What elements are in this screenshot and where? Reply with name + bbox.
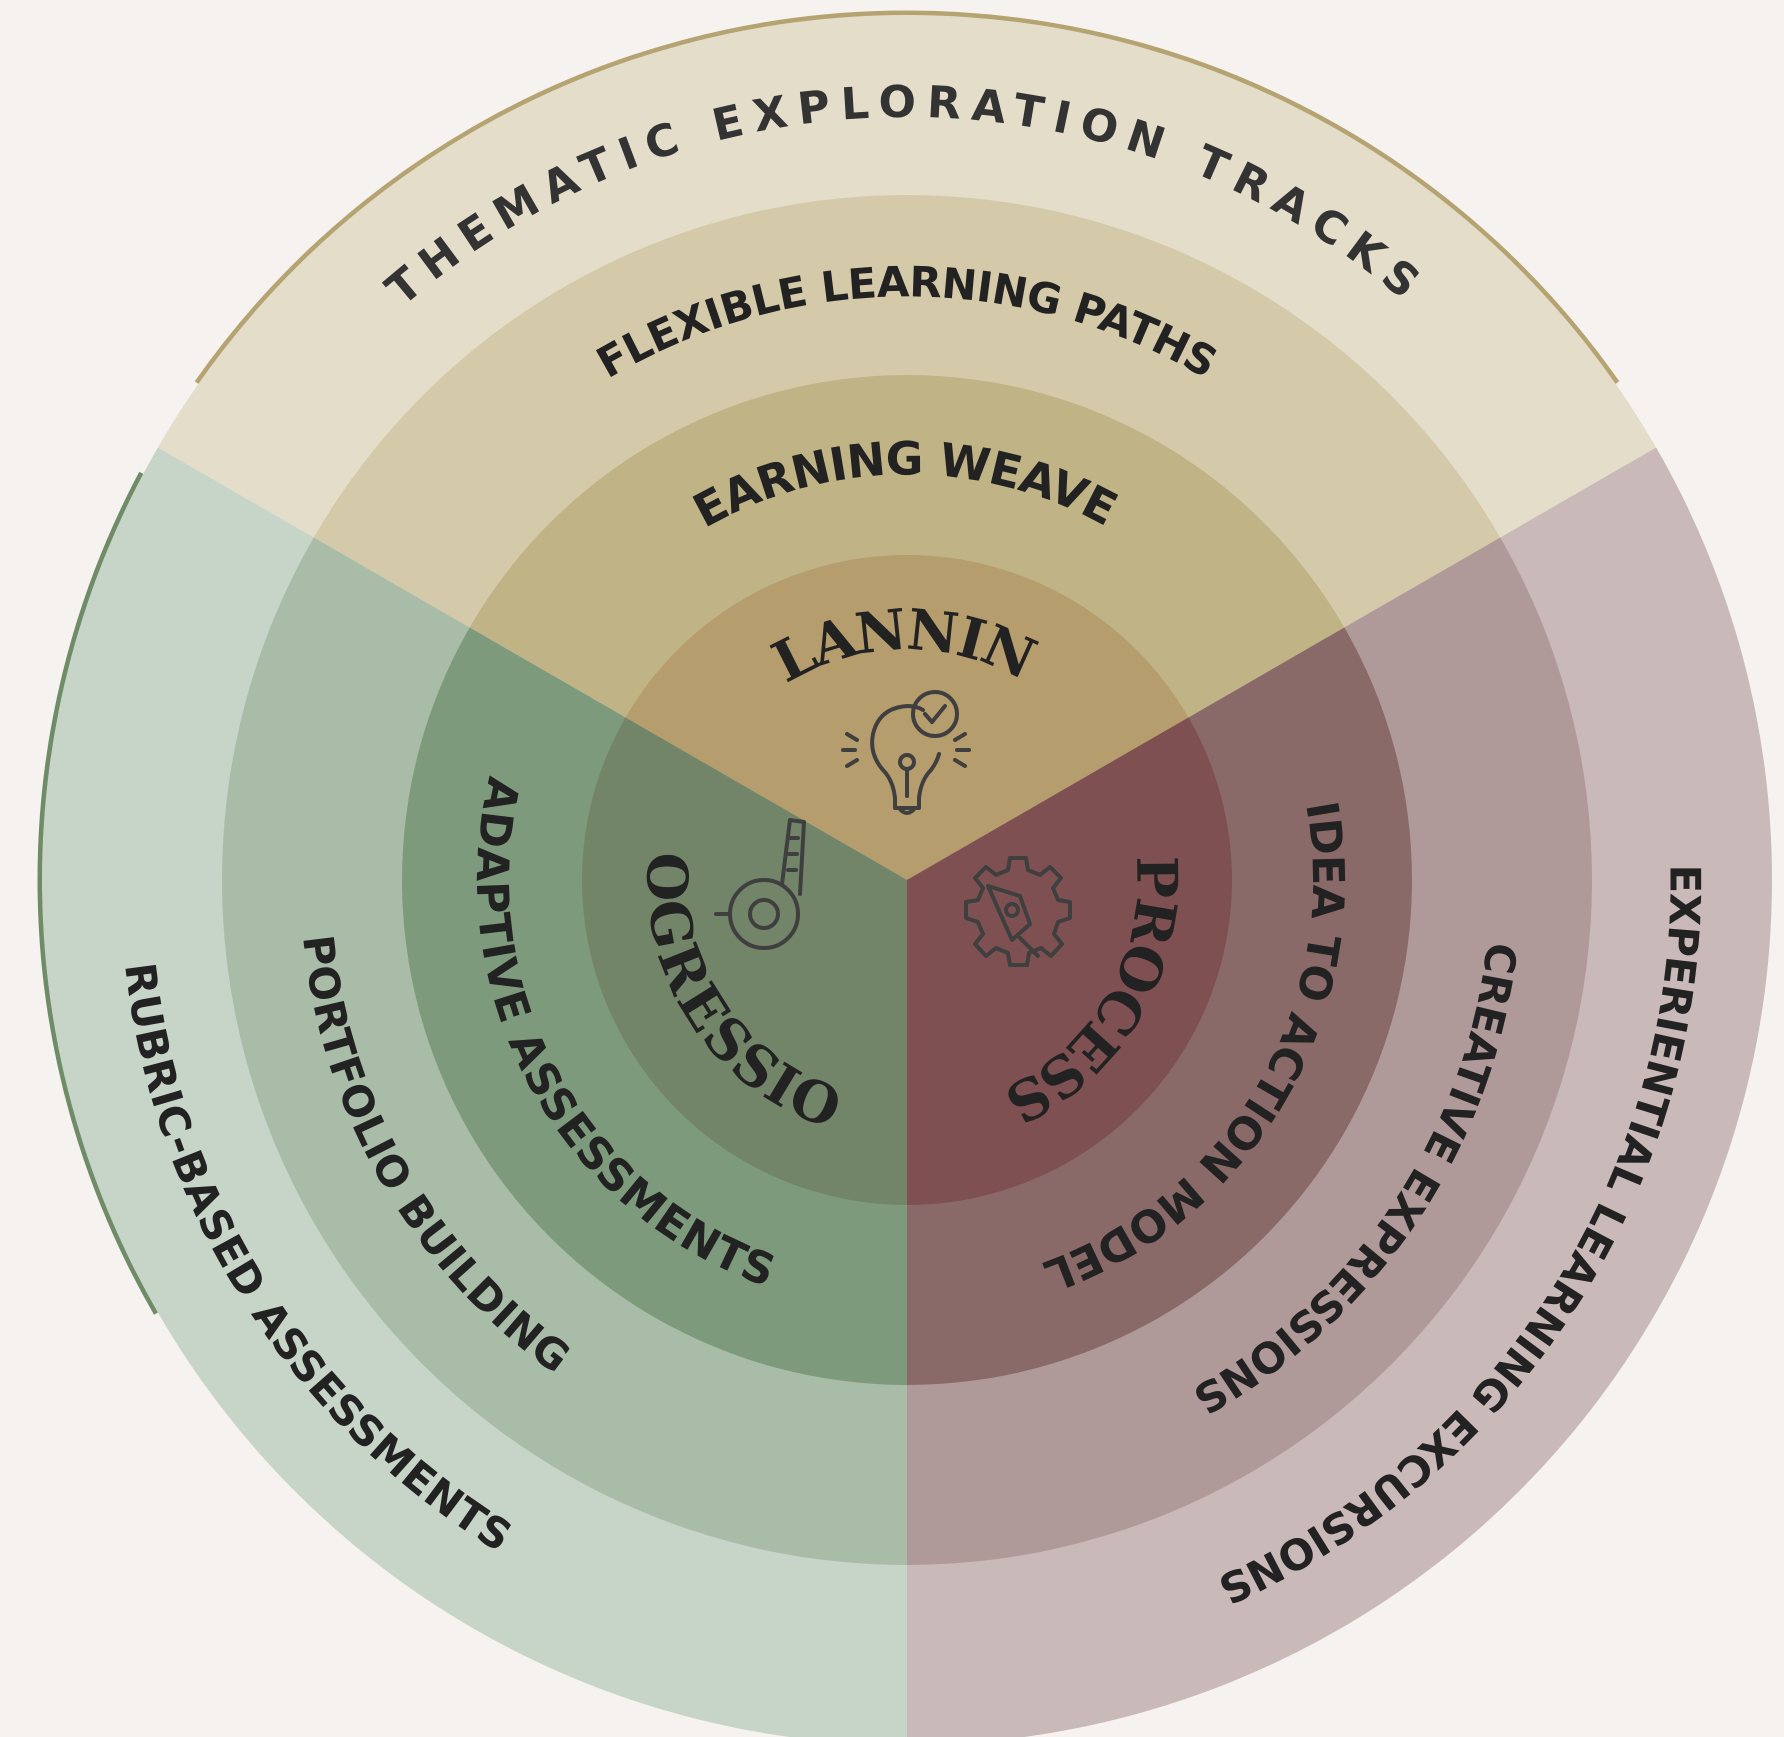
measuring-tape-icon [714,818,806,950]
lightbulb-check-icon [841,690,971,815]
progression-edge-accent [37,471,159,1315]
progression-ring-1 [582,717,907,1205]
gear-pen-icon [964,856,1072,967]
process-ring-1 [907,717,1232,1205]
sectors-layer [37,10,1772,1737]
planning-edge-accent [194,10,1620,385]
